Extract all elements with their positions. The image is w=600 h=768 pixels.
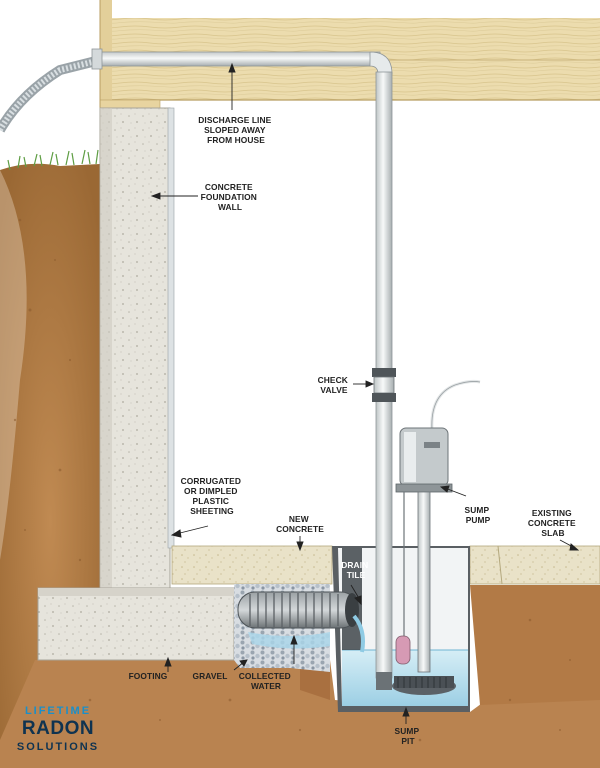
label-gravel: GRAVEL: [193, 671, 228, 681]
svg-text:LIFETIME: LIFETIME: [25, 705, 91, 717]
label-footing: FOOTING: [129, 671, 168, 681]
lifetime-radon-solutions-logo: LIFETIME RADON SOLUTIONS: [17, 705, 99, 753]
existing-concrete-slab: [470, 546, 600, 584]
label-check-valve: CHECK VALVE: [318, 375, 351, 395]
svg-text:RADON: RADON: [22, 718, 94, 739]
check-valve: [372, 368, 396, 402]
concrete-foundation-wall: [100, 108, 174, 588]
label-discharge-line: DISCHARGE LINE SLOPED AWAY FROM HOUSE: [198, 115, 274, 145]
svg-text:SOLUTIONS: SOLUTIONS: [17, 741, 99, 753]
label-sump-pump: SUMP PUMP: [465, 505, 492, 525]
new-concrete-slab: [172, 546, 332, 584]
footing: [38, 588, 234, 660]
